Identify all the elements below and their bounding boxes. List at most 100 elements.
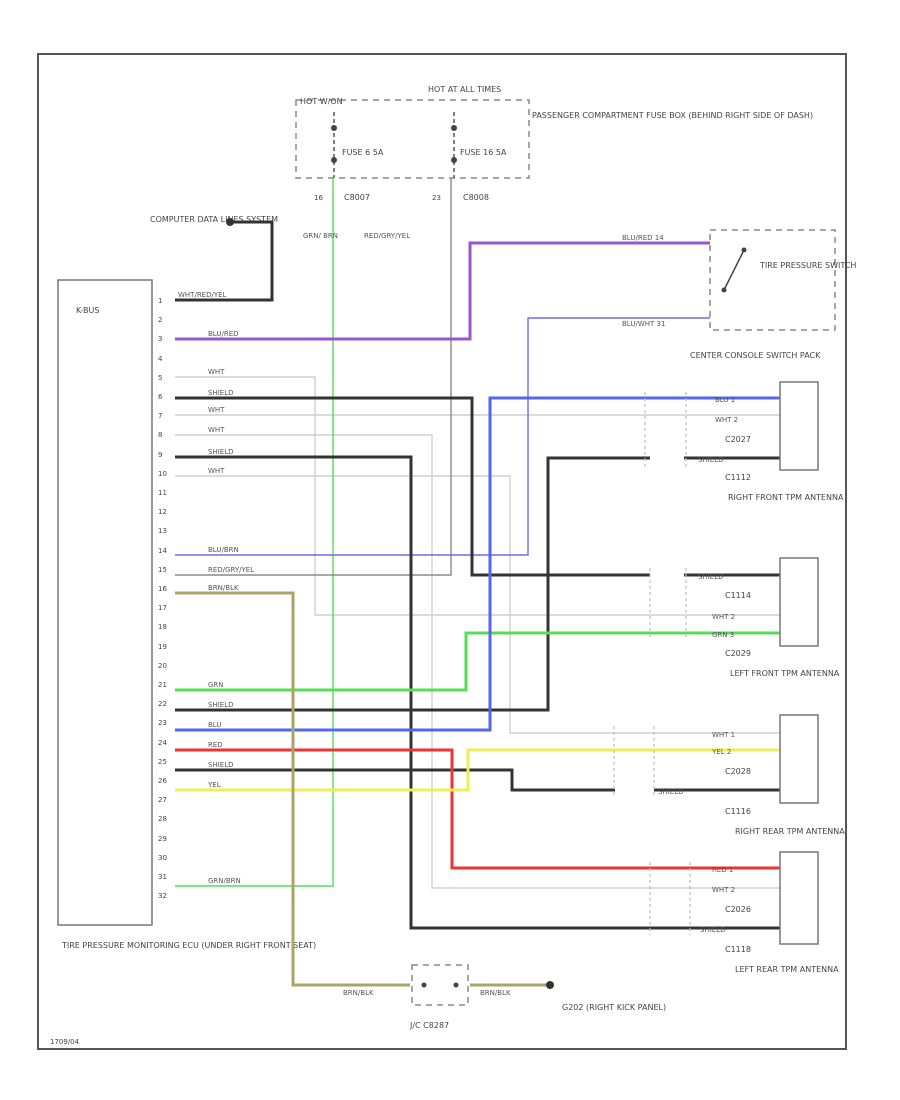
label-p26: YEL [207, 781, 221, 789]
fuse-b-label: FUSE 16 5A [460, 148, 507, 157]
wire-pin25-shield [175, 768, 615, 792]
lr-antenna-label: LEFT REAR TPM ANTENNA [735, 965, 839, 974]
ecu-pin-12: 12 [158, 508, 167, 516]
ecu-pin-2: 2 [158, 316, 162, 324]
ecu-pin-16: 16 [158, 585, 167, 593]
ecu-pin-18: 18 [158, 623, 167, 631]
ecu-box [57, 279, 153, 926]
label-p15: RED/GRY/YEL [208, 566, 254, 574]
wire-blu-brn [175, 317, 710, 556]
computer-data-lines: COMPUTER DATA LINES SYSTEM [150, 215, 278, 302]
ecu-pin-6: 6 [158, 393, 163, 401]
ecu-pin-28: 28 [158, 815, 167, 823]
rf-wire-3: SHIELD [698, 456, 723, 464]
wire-blu-red [175, 241, 710, 341]
ecu-kbus-label: K-BUS [76, 306, 99, 315]
lf-antenna: SHIELD C1114 WHT 2 GRN 3 C2029 LEFT FRON… [698, 557, 840, 678]
switch-label: TIRE PRESSURE SWITCH [759, 261, 856, 270]
wire-pin16-brn-blk [175, 591, 410, 987]
ecu-pins: 1 2 3 4 5 6 7 8 9 10 11 12 13 14 15 16 1… [158, 297, 167, 900]
rr-antenna-box [779, 714, 819, 804]
ecu-pin-14: 14 [158, 547, 167, 555]
ecu-pin-32: 32 [158, 892, 167, 900]
fuse-box-label: PASSENGER COMPARTMENT FUSE BOX (BEHIND R… [532, 111, 813, 120]
jc-outline [411, 964, 469, 1006]
wire-pin10-wht [175, 475, 700, 734]
rr-wire-1: WHT 1 [712, 731, 735, 739]
lf-wire-3: GRN 3 [712, 631, 734, 639]
fuse-box: HOT W/ON HOT AT ALL TIMES PASSENGER COMP… [295, 85, 813, 202]
fuse-a-dot-top [331, 125, 337, 131]
rf-antenna: BLU 1 WHT 2 SHIELD C2027 C1112 RIGHT FRO… [698, 381, 844, 502]
label-p22: SHIELD [208, 701, 233, 709]
diagram-code: 1709/04 [50, 1038, 80, 1046]
wire-grn-brn [175, 178, 334, 887]
fuse-pin-b: 23 [432, 194, 441, 202]
ecu-pin-7: 7 [158, 412, 162, 420]
switch-contact-bottom [721, 287, 727, 293]
label-p16: BRN/BLK [208, 584, 239, 592]
lr-connector-b: C1118 [725, 945, 751, 954]
rr-connector-b: C1116 [725, 807, 751, 816]
rf-antenna-box [779, 381, 819, 471]
label-p25: SHIELD [208, 761, 233, 769]
wire-pin22-shield [175, 456, 650, 712]
console-label: CENTER CONSOLE SWITCH PACK [690, 351, 821, 360]
label-p21: GRN [208, 681, 224, 689]
lf-wire-2: WHT 2 [712, 613, 735, 621]
lr-antenna-box [779, 851, 819, 945]
label-p9: SHIELD [208, 448, 233, 456]
ecu-pin-4: 4 [158, 355, 163, 363]
rf-connector: C2027 [725, 435, 751, 444]
label-p6: SHIELD [208, 389, 233, 397]
wire-pin8-wht [175, 434, 700, 889]
fuse-a-dot-bottom [331, 157, 337, 163]
fuse-hot-left-label: HOT W/ON [300, 97, 343, 106]
wire-pin9-shield [175, 455, 700, 930]
tire-pressure-switch: TIRE PRESSURE SWITCH BLU/RED 14 BLU/WHT … [622, 229, 856, 360]
ecu-pin-17: 17 [158, 604, 167, 612]
ecu-pin-1: 1 [158, 297, 162, 305]
ecu-pin-25: 25 [158, 758, 167, 766]
wire-pin26-yel [175, 748, 780, 792]
wire-pin5-wht [175, 376, 660, 616]
fuse-pin-a: 16 [314, 194, 323, 202]
wire-red-gry-yel [175, 178, 452, 576]
fuse-b-dot-top [451, 125, 457, 131]
ecu-pin-19: 19 [158, 643, 167, 651]
ecu-pin-5: 5 [158, 374, 162, 382]
rf-antenna-label: RIGHT FRONT TPM ANTENNA [728, 493, 844, 502]
ecu-pin-15: 15 [158, 566, 167, 574]
rr-wire-2: YEL 2 [711, 748, 731, 756]
ground-wire-right: BRN/BLK [480, 989, 511, 997]
fuse-a-label: FUSE 6 5A [342, 148, 384, 157]
connector-c8008: C8008 [463, 193, 489, 202]
computer-label: COMPUTER DATA LINES SYSTEM [150, 215, 278, 224]
label-p3: BLU/RED [208, 330, 239, 338]
wire-pin24-red [175, 748, 780, 870]
lr-wire-2: WHT 2 [712, 886, 735, 894]
rr-antenna-label: RIGHT REAR TPM ANTENNA [735, 827, 845, 836]
fuse-hot-right-label: HOT AT ALL TIMES [428, 85, 501, 94]
label-p8: WHT [208, 426, 225, 434]
fuse-box-label-text: PASSENGER COMPARTMENT FUSE BOX (BEHIND R… [532, 111, 813, 120]
fuse-box-outline [295, 99, 530, 179]
switch-contact-top [741, 247, 747, 253]
ecu-pin-26: 26 [158, 777, 167, 785]
wire-computer [175, 220, 274, 302]
label-p14: BLU/BRN [208, 546, 239, 554]
ecu-pin-27: 27 [158, 796, 167, 804]
wire-pin21-grn [175, 631, 780, 692]
wire-grn-brn-label: GRN/ BRN [303, 232, 338, 240]
rf-wire-2: WHT 2 [715, 416, 738, 424]
ecu-pin-9: 9 [158, 451, 162, 459]
diagram-border [37, 53, 847, 1050]
wire-red-gry-label: RED/GRY/YEL [364, 232, 410, 240]
lr-wire-3: SHIELD [700, 926, 725, 934]
rf-connector-b: C1112 [725, 473, 751, 482]
ground-wire-left: BRN/BLK [343, 989, 374, 997]
lf-connector-b: C2029 [725, 649, 751, 658]
wire-pin6-shield [175, 396, 650, 577]
ecu-pin-29: 29 [158, 835, 167, 843]
ecu-pin-24: 24 [158, 739, 167, 747]
